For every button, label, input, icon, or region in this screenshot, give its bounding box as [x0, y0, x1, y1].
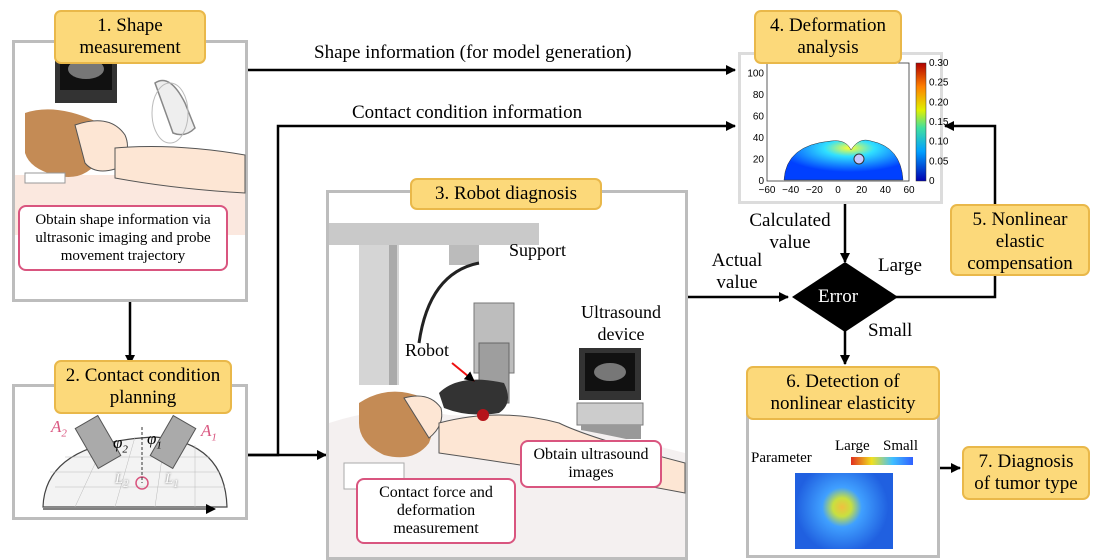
deformation-field [783, 139, 904, 181]
x-tick-label: −20 [806, 185, 823, 196]
phi1-sub: 1 [156, 439, 162, 452]
error-label: Error [818, 286, 859, 307]
label-a1: A1 [201, 421, 217, 443]
colorbar-tick-label: 0 [929, 176, 935, 187]
label-calculated-value: Calculated value [749, 210, 831, 253]
label-shape-info: Shape information (for model generation) [314, 42, 632, 63]
l2-sub: 2 [123, 479, 129, 490]
x-tick-label: 40 [880, 185, 892, 196]
label-param-large: Large [835, 438, 870, 454]
label-ultrasound-device: Ultrasound device [581, 302, 661, 344]
tag-nonlinear-detection: 6. Detection of nonlinear elasticity [746, 366, 940, 420]
label-actual-value: Actual value [711, 250, 763, 293]
label-contact-info: Contact condition information [352, 102, 583, 123]
error-diamond [792, 262, 898, 332]
label-param-small: Small [883, 438, 919, 454]
label-robot: Robot [405, 340, 450, 360]
colorbar-tick-label: 0.20 [929, 97, 949, 108]
tag-tumor-diagnosis: 7. Diagnosis of tumor type [962, 446, 1090, 500]
tag-deformation-analysis: 4. Deformation analysis [754, 10, 902, 64]
callout-ultrasound-images: Obtain ultrasound images [520, 440, 662, 488]
y-tick-label: 40 [753, 133, 765, 144]
a2-sub: 2 [61, 427, 67, 440]
elasticity-map [795, 473, 893, 549]
l1-letter: L [165, 471, 174, 487]
phi1-letter: φ [147, 429, 157, 448]
label-l1: L1 [165, 471, 178, 490]
x-tick-label: 20 [856, 185, 868, 196]
callout-shape-info: Obtain shape information via ultrasonic … [18, 205, 228, 271]
a1-letter: A [201, 421, 212, 440]
y-tick-label: 80 [753, 90, 765, 101]
a2-letter: A [51, 417, 62, 436]
colorbar-tick-label: 0.10 [929, 137, 949, 148]
panel-deformation-analysis: −60 −40 −20 0 20 40 60 0 20 40 60 80 100 0 0.05 0.10 0.1… [738, 52, 949, 204]
callout-contact-force: Contact force and deformation measuremen… [356, 478, 516, 544]
x-tick-label: 0 [835, 185, 841, 196]
label-large: Large [878, 255, 922, 276]
label-a2: A2 [51, 417, 67, 439]
x-tick-label: 60 [903, 185, 915, 196]
tag-nonlinear-compensation: 5. Nonlinear elastic compensation [950, 204, 1090, 276]
l2-letter: L [115, 471, 124, 487]
l1-sub: 1 [173, 479, 179, 490]
label-small: Small [868, 320, 913, 341]
phi2-letter: φ [113, 433, 123, 452]
phi2-sub: 2 [122, 443, 128, 456]
tag-contact-planning: 2. Contact condition planning [54, 360, 232, 414]
a1-sub: 1 [211, 431, 217, 444]
colorbar-tick-label: 0.30 [929, 58, 949, 69]
y-tick-label: 20 [753, 155, 765, 166]
param-colorbar [851, 457, 913, 465]
contact-planning-sketch [42, 414, 228, 514]
deformation-chart: −60 −40 −20 0 20 40 60 0 20 40 60 80 100 0 0.05 0.10 0.1… [747, 58, 949, 196]
x-tick-label: −60 [759, 185, 776, 196]
label-parameter: Parameter [751, 450, 812, 466]
label-phi1: φ1 [147, 429, 162, 451]
colorbar-tick-label: 0.05 [929, 156, 949, 167]
label-l2: L2 [115, 471, 128, 490]
colorbar-tick-label: 0.25 [929, 78, 949, 89]
colorbar-tick-label: 0.15 [929, 117, 949, 128]
label-support: Support [509, 240, 567, 260]
y-tick-label: 100 [747, 69, 764, 80]
x-tick-label: −40 [782, 185, 799, 196]
tag-robot-diagnosis: 3. Robot diagnosis [410, 178, 602, 210]
y-tick-label: 60 [753, 112, 765, 123]
label-phi2: φ2 [113, 433, 128, 455]
tag-shape-measurement: 1. Shape measurement [54, 10, 206, 64]
y-tick-label: 0 [758, 176, 764, 187]
